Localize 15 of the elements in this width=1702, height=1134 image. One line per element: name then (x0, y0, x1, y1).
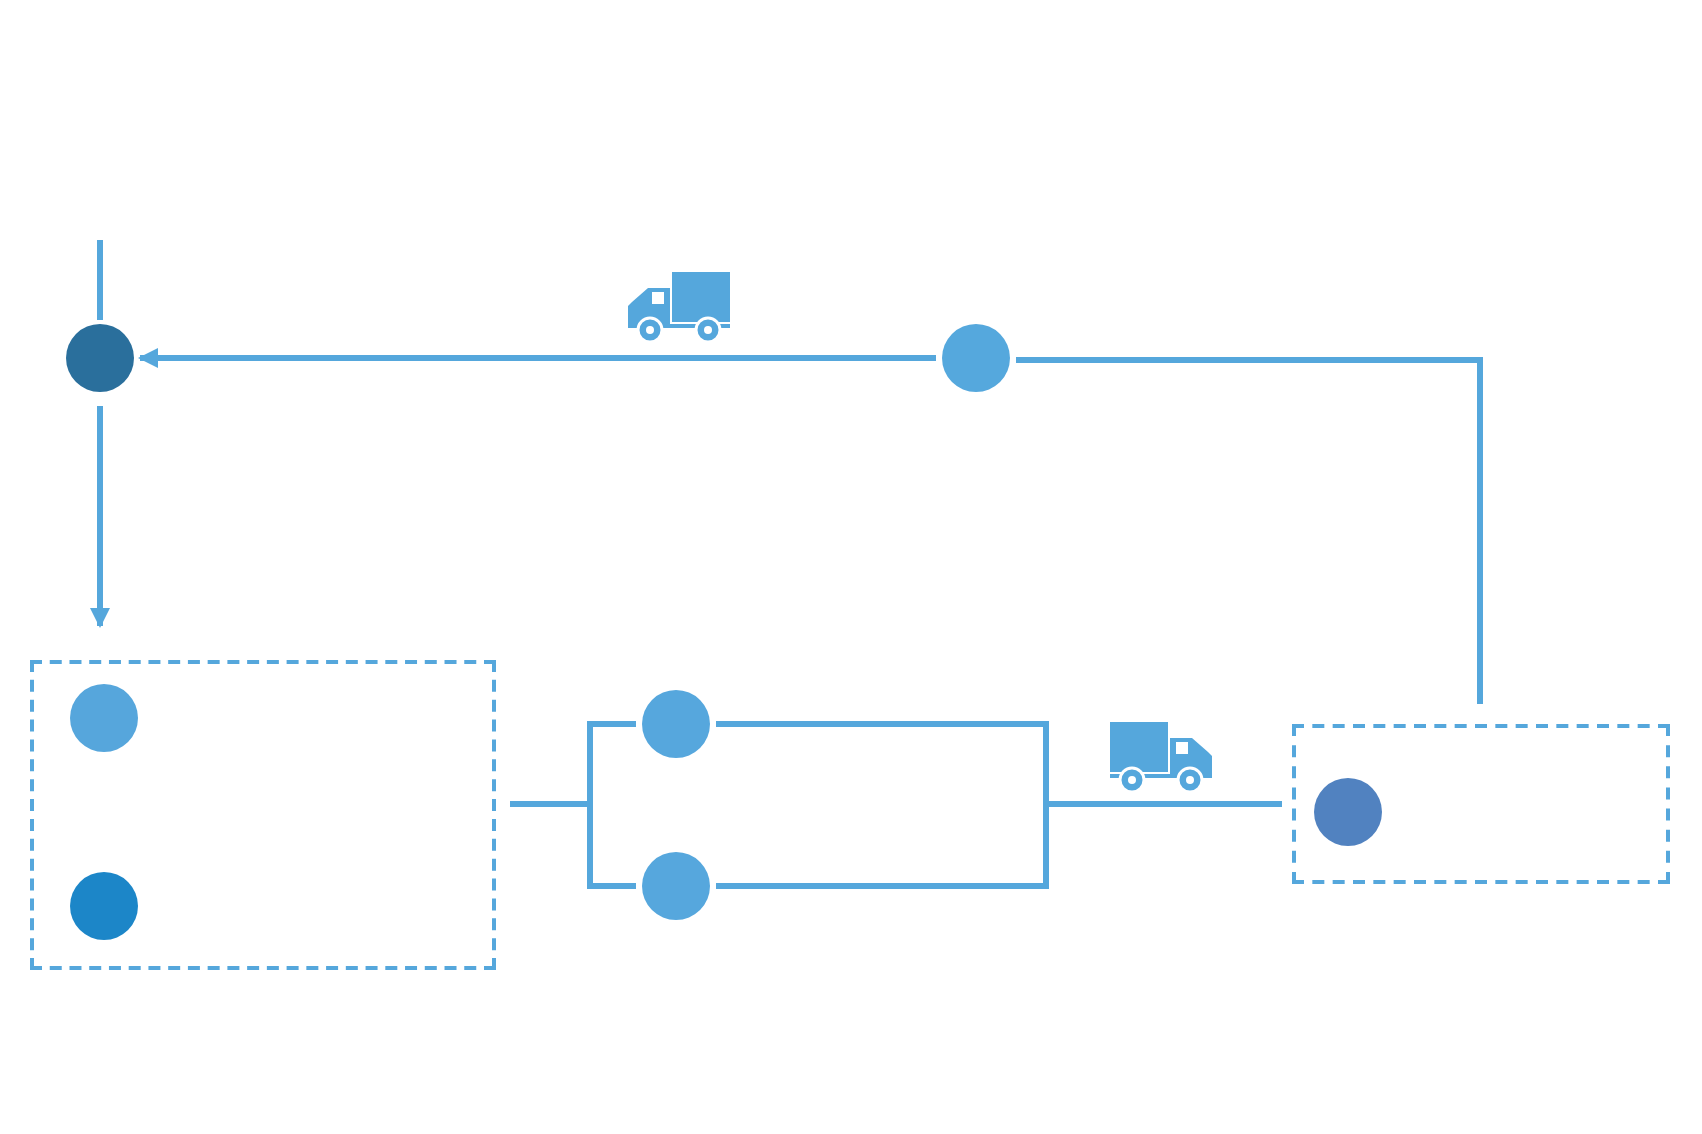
circle-node (1314, 778, 1382, 846)
circle-node (642, 690, 710, 758)
connector-line (97, 240, 103, 320)
connector-line (716, 801, 1282, 889)
circle-node (942, 324, 1010, 392)
circle-node (70, 684, 138, 752)
arrow (138, 348, 936, 368)
arrow (90, 406, 110, 628)
connector-line (1016, 357, 1483, 704)
connector-line (510, 801, 636, 889)
circle-node (66, 324, 134, 392)
circle-node (70, 872, 138, 940)
dashed-group-box (1292, 724, 1670, 884)
dashed-group-box (30, 660, 496, 970)
circle-node (642, 852, 710, 920)
